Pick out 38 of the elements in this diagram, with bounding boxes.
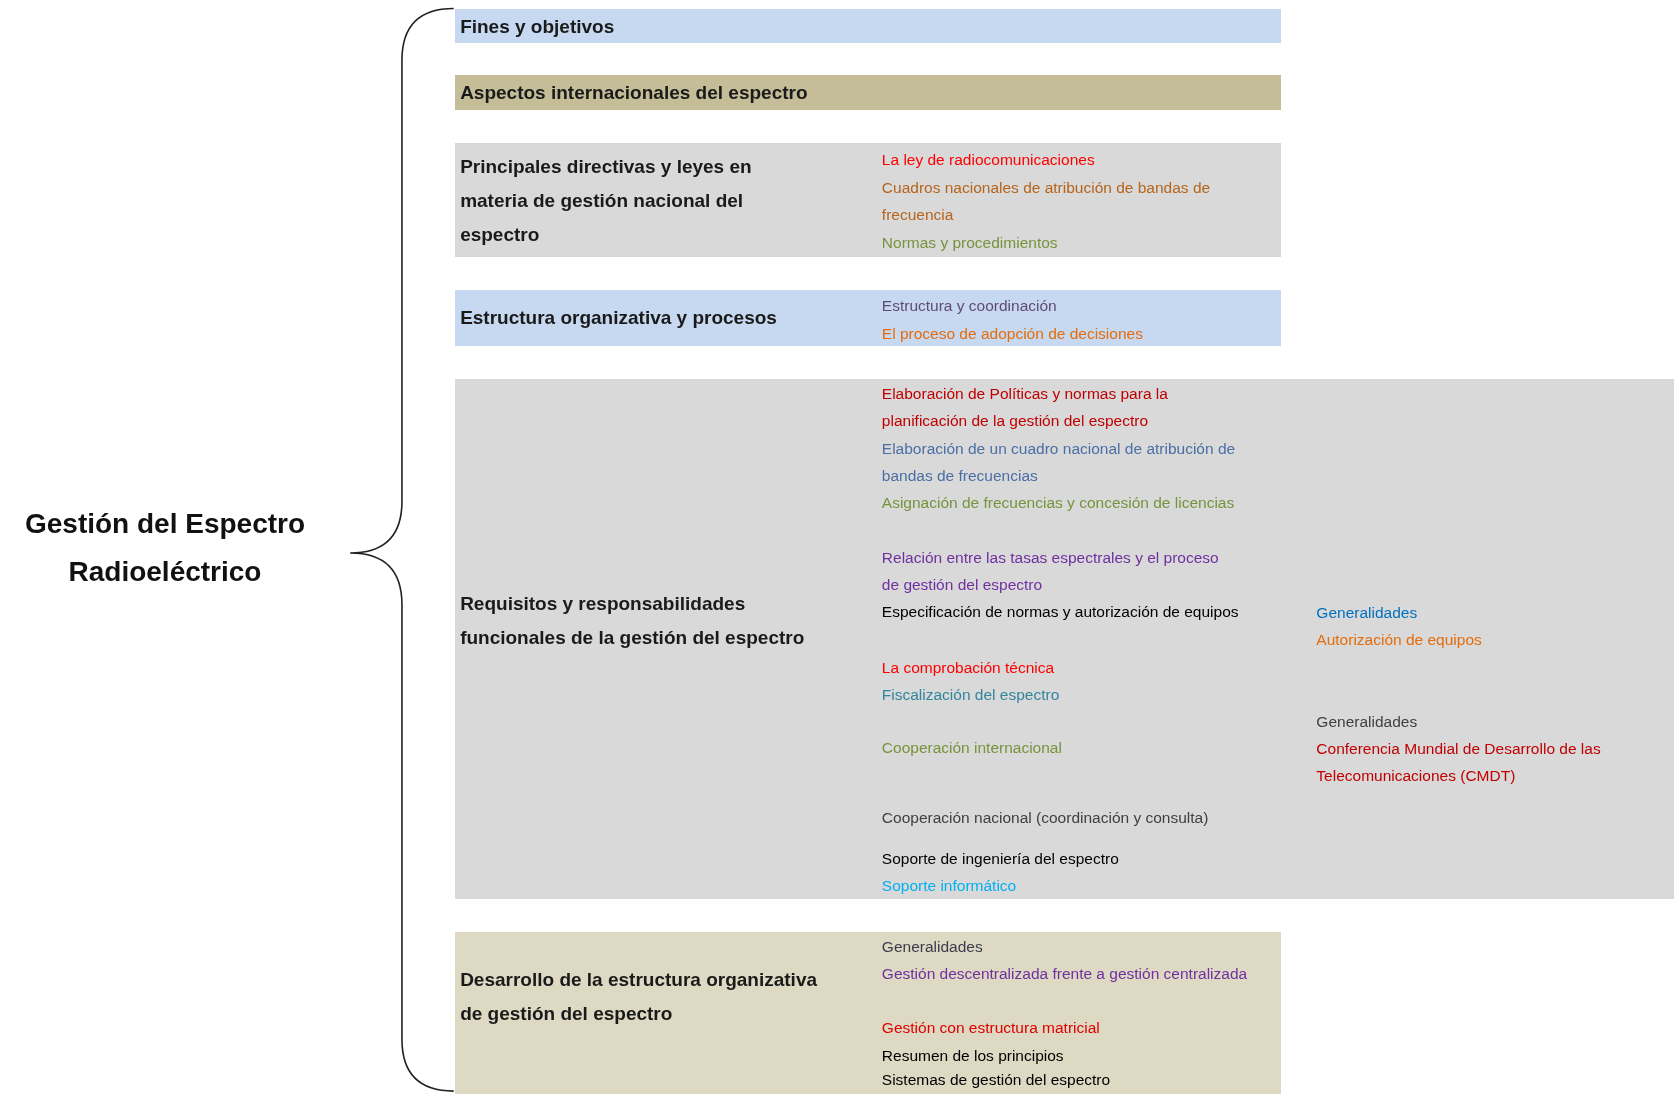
topic-item: Relación entre las tasas espectrales y el proceso de gestión del espectro <box>881 547 1220 595</box>
topic-item: Resumen de los principios <box>881 1045 1065 1066</box>
topic-item: Conferencia Mundial de Desarrollo de las Telecomunicaciones (CMDT) <box>1316 738 1602 786</box>
topic-item: Cooperación internacional <box>881 737 1063 758</box>
topic-item: Generalidades <box>1316 712 1419 733</box>
topic-item: Autorización de equipos <box>1316 629 1483 650</box>
topic-item: Estructura y coordinación <box>881 295 1058 316</box>
topic-item: La comprobación técnica <box>881 657 1056 678</box>
topic-item: Fiscalización del espectro <box>881 685 1061 706</box>
band-heading: Principales directivas y leyes en materia de gestión nacional del espectro <box>460 154 753 247</box>
topic-item: Elaboración de un cuadro nacional de atribución de bandas de frecuencias <box>881 438 1237 486</box>
topic-item: Gestión con estructura matricial <box>881 1018 1101 1039</box>
topic-item: Especificación de normas y autorización de equipos <box>881 602 1240 623</box>
topic-item: Asignación de frecuencias y concesión de licencias <box>881 493 1236 514</box>
topic-item: Gestión descentralizada frente a gestión centralizada <box>881 963 1249 984</box>
topic-band <box>454 74 1282 110</box>
topic-band <box>454 143 1282 258</box>
topic-item: Soporte de ingeniería del espectro <box>881 848 1120 869</box>
band-heading: Estructura organizativa y procesos <box>460 306 778 331</box>
band-heading: Fines y objetivos <box>460 14 616 39</box>
topic-band <box>454 932 1282 1094</box>
band-heading: Requisitos y responsabilidades funcionales de la gestión del espectro <box>460 592 806 651</box>
band-heading: Aspectos internacionales del espectro <box>460 80 809 105</box>
topic-item: Soporte informático <box>881 875 1018 896</box>
diagram-title: Gestión del Espectro Radioeléctrico <box>23 507 307 589</box>
band-heading: Desarrollo de la estructura organizativa de gestión del espectro <box>460 968 819 1027</box>
topic-item: Sistemas de gestión del espectro <box>881 1070 1112 1091</box>
topic-item: Cooperación nacional (coordinación y consulta) <box>881 808 1210 829</box>
topic-band <box>454 8 1282 43</box>
topic-item: Elaboración de Políticas y normas para la planificación de la gestión del espectro <box>881 384 1169 432</box>
topic-item: La ley de radiocomunicaciones <box>881 149 1096 170</box>
topic-item: Cuadros nacionales de atribución de bandas de frecuencia <box>881 178 1212 226</box>
topic-item: Generalidades <box>1316 603 1419 624</box>
topic-item: Generalidades <box>881 936 984 957</box>
topic-item: El proceso de adopción de decisiones <box>881 323 1144 344</box>
topic-band <box>454 290 1282 346</box>
topic-item: Normas y procedimientos <box>881 232 1059 253</box>
topic-band <box>454 379 1674 899</box>
